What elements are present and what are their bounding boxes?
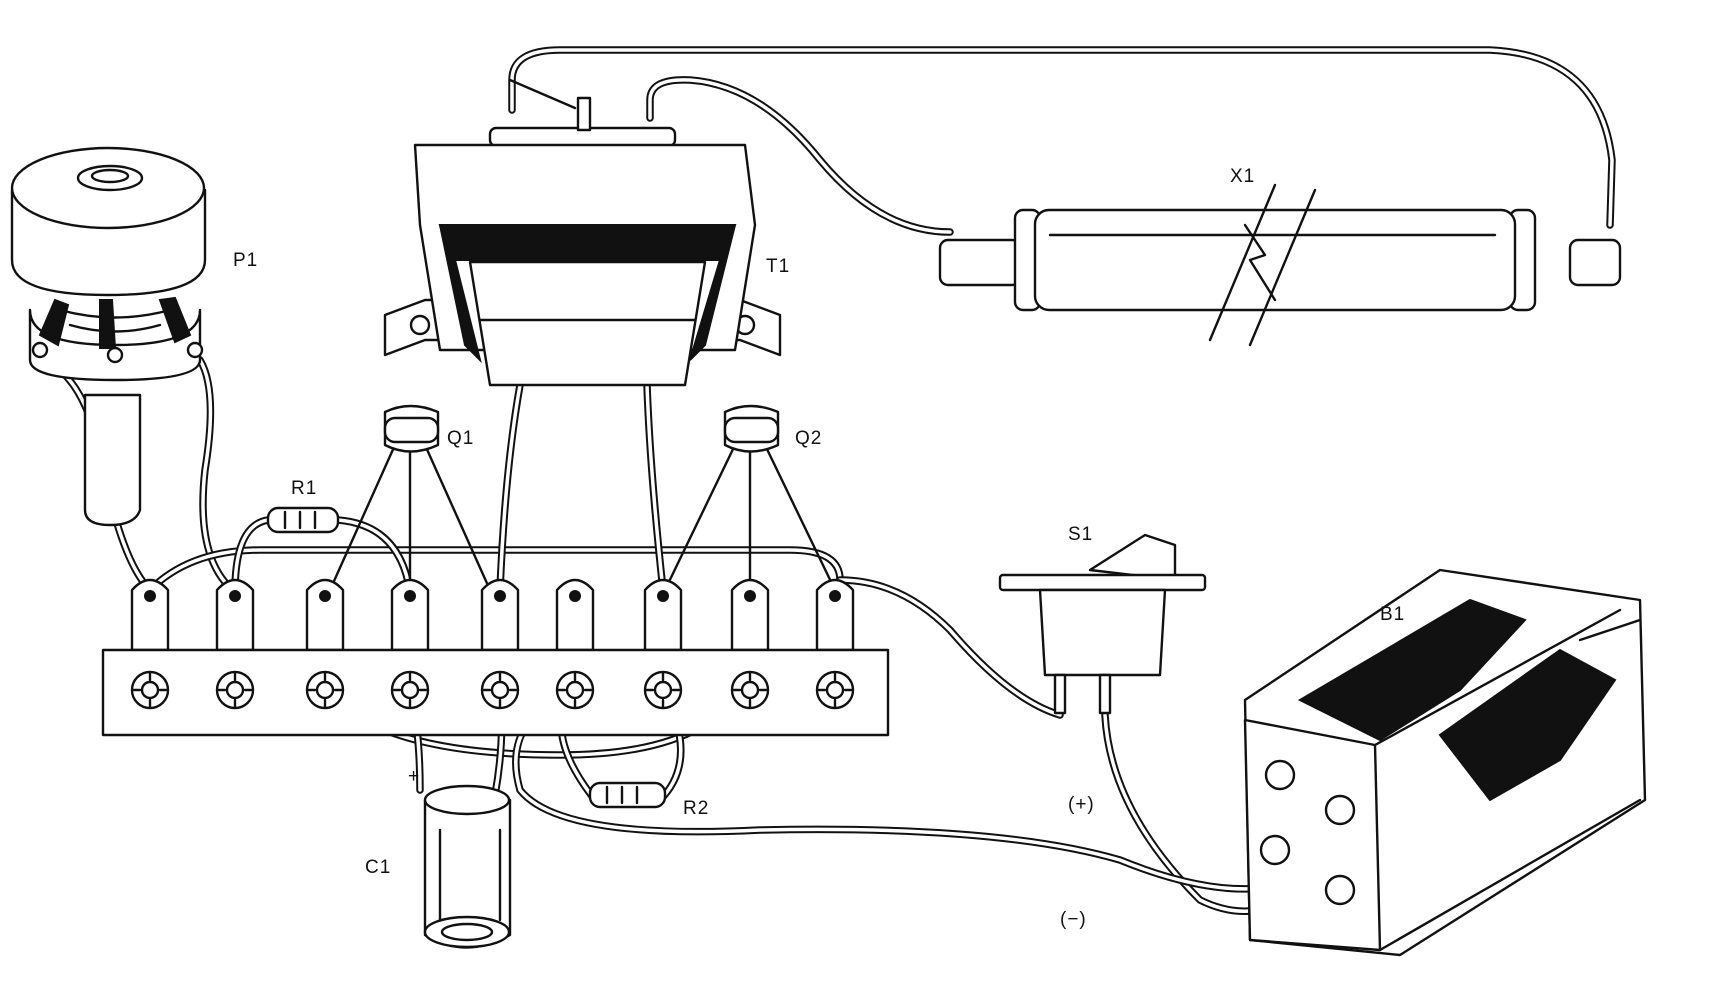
c1-capacitor	[423, 784, 512, 949]
strip-lug-hole	[744, 590, 756, 602]
strip-lug	[815, 578, 855, 652]
label-b1: B1	[1380, 604, 1405, 625]
label-t1: T1	[766, 256, 790, 277]
strip-lug-hole	[319, 590, 331, 602]
strip-lug-hole	[657, 590, 669, 602]
strip-lug	[730, 578, 770, 652]
strip-lug	[480, 578, 520, 652]
p1-potentiometer	[10, 146, 207, 527]
strip-lug-hole	[404, 590, 416, 602]
label-s1: S1	[1068, 524, 1093, 545]
label-p1: P1	[233, 250, 258, 271]
strip-lug-hole	[144, 590, 156, 602]
s1-switch	[998, 533, 1207, 715]
r2-resistor	[588, 781, 667, 809]
q2-transistor	[663, 404, 837, 592]
strip-lug	[130, 578, 170, 652]
label-q1: Q1	[447, 428, 474, 449]
strip-lug-hole	[229, 590, 241, 602]
strip-screw	[555, 670, 595, 710]
b1-battery-holder	[1243, 568, 1647, 957]
label-r1: R1	[291, 478, 317, 499]
strip-screw	[480, 670, 520, 710]
strip-screw	[730, 670, 770, 710]
label-minus: (−)	[1060, 909, 1087, 930]
strip-lug	[305, 578, 345, 652]
x1-tube	[938, 183, 1622, 347]
label-c1-plus: +	[408, 766, 420, 787]
label-q2: Q2	[795, 428, 822, 449]
strip-screw	[643, 670, 683, 710]
label-r2: R2	[683, 798, 709, 819]
strip-screw	[815, 670, 855, 710]
strip-screw	[215, 670, 255, 710]
strip-screw	[130, 670, 170, 710]
label-x1: X1	[1230, 166, 1255, 187]
strip-lug	[215, 578, 255, 652]
strip-screw	[305, 670, 345, 710]
strip-lug	[555, 578, 595, 652]
strip-lug-hole	[569, 590, 581, 602]
r1-resistor	[266, 506, 340, 534]
labels: P1 T1 X1 Q1 Q2 R1 R2 S1 B1 C1 + (+) (−)	[233, 166, 1405, 930]
strip-lug	[390, 578, 430, 652]
strip-lug	[643, 578, 683, 652]
strip-lug-hole	[494, 590, 506, 602]
q1-transistor	[328, 404, 492, 592]
terminal-strip	[101, 578, 890, 737]
label-plus: (+)	[1068, 794, 1095, 815]
label-c1: C1	[365, 857, 391, 878]
t1-transformer	[383, 78, 782, 387]
strip-lug-hole	[829, 590, 841, 602]
strip-screw	[390, 670, 430, 710]
